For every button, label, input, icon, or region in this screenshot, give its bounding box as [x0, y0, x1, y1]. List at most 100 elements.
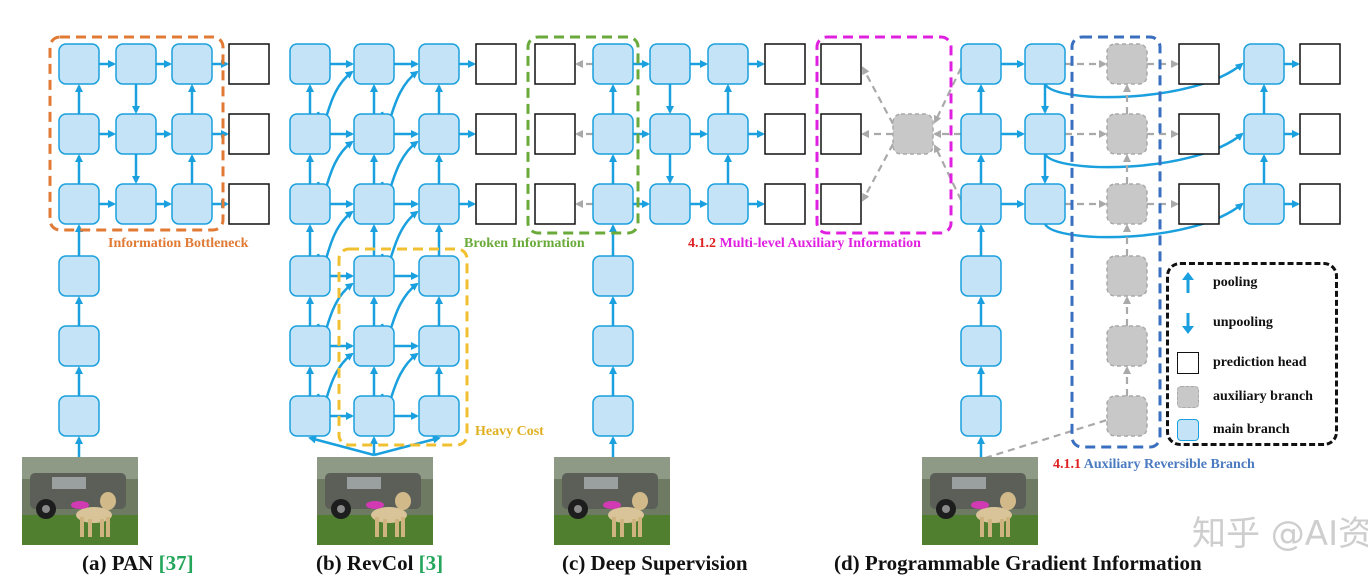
legend-unpooling-text: unpooling — [1213, 315, 1273, 330]
dog-leg — [632, 519, 636, 537]
deepsup-node — [707, 113, 749, 155]
pan-node — [115, 43, 157, 85]
dog-leg — [375, 517, 379, 537]
prediction-head — [820, 113, 862, 155]
jeep-window — [347, 477, 381, 489]
input-arrow — [308, 435, 375, 457]
prediction-head — [764, 183, 806, 225]
revcol-node — [418, 113, 460, 155]
dog-and-jeep-photo — [22, 457, 138, 545]
pan-backbone-node — [58, 113, 100, 155]
dog-head — [1000, 492, 1016, 510]
pgi-backbone-node — [960, 325, 1002, 367]
legend-prediction-head-text: prediction head — [1213, 355, 1307, 370]
integration-node — [892, 113, 934, 155]
auxiliary-reversible-node — [1106, 395, 1148, 437]
deepsup-node — [649, 43, 691, 85]
deepsup-node — [592, 183, 634, 225]
arb-number: 4.1.1 — [1053, 457, 1081, 472]
prediction-head — [228, 43, 270, 85]
prediction-head — [475, 113, 517, 155]
caption-pan: (a) PAN [37] — [82, 551, 194, 576]
revcol-node — [353, 43, 395, 85]
prediction-head — [228, 113, 270, 155]
input-arrow — [373, 435, 441, 457]
pan-node — [115, 183, 157, 225]
auxiliary-reversible-node — [1106, 43, 1148, 85]
caption-revcol-text: (b) RevCol — [316, 551, 419, 575]
main-branch-swatch — [1177, 419, 1199, 441]
deepsup-backbone-node — [592, 395, 634, 437]
mlai-text: Multi-level Auxiliary Information — [716, 236, 921, 251]
jeep-window — [952, 477, 986, 489]
input-photo-pgi — [922, 457, 1038, 545]
pgi-head-node — [1243, 183, 1285, 225]
auxiliary-input-line — [984, 418, 1108, 460]
jeep-hub — [574, 505, 582, 513]
pgi-backbone-node — [960, 255, 1002, 297]
prediction-head — [1299, 113, 1341, 155]
dog-and-jeep-photo — [554, 457, 670, 545]
revcol-node — [353, 183, 395, 225]
prediction-head — [1299, 183, 1341, 225]
pan-node — [171, 183, 213, 225]
revcol-node — [353, 255, 395, 297]
dog-leg — [1000, 519, 1004, 537]
caption-pan-cite: [37] — [158, 551, 194, 575]
pgi-backbone-node — [960, 43, 1002, 85]
auxiliary-gather-arrow — [933, 67, 962, 124]
pgi-neck-node — [1024, 43, 1066, 85]
deepsup-node — [649, 113, 691, 155]
input-photo-deepsup — [554, 457, 670, 545]
prediction-head — [764, 43, 806, 85]
revcol-node — [418, 325, 460, 367]
prediction-head — [534, 183, 576, 225]
revcol-node — [418, 395, 460, 437]
auxiliary-head-arrow — [862, 143, 894, 202]
auxiliary-reversible-node — [1106, 183, 1148, 225]
broken-information-label: Broken Information — [464, 236, 585, 251]
auxiliary-branch-swatch — [1177, 386, 1199, 408]
auxiliary-gather-arrow — [933, 144, 962, 201]
dog-leg — [1006, 517, 1010, 537]
pan-node — [171, 113, 213, 155]
prediction-head — [1299, 43, 1341, 85]
pgi-neck-node — [1024, 183, 1066, 225]
auxiliary-head-arrow — [862, 66, 894, 125]
auxiliary-reversible-node — [1106, 325, 1148, 367]
revcol-node — [353, 395, 395, 437]
prediction-head — [820, 183, 862, 225]
legend-main-branch-text: main branch — [1213, 422, 1290, 437]
auxiliary-reversible-label: 4.1.1 Auxiliary Reversible Branch — [1053, 457, 1255, 473]
heavy-cost-label: Heavy Cost — [475, 424, 544, 439]
revcol-node — [289, 325, 331, 367]
caption-pgi: (d) Programmable Gradient Information — [834, 551, 1202, 575]
frisbee — [71, 501, 89, 509]
jeep-window — [584, 477, 618, 489]
deepsup-node — [649, 183, 691, 225]
legend-main-branch: main branch — [1177, 418, 1290, 442]
dog-and-jeep-photo — [922, 457, 1038, 545]
revcol-node — [289, 113, 331, 155]
dog-leg — [988, 519, 992, 537]
pan-node — [115, 113, 157, 155]
deepsup-backbone-node — [592, 255, 634, 297]
auxiliary-reversible-node — [1106, 113, 1148, 155]
legend-auxiliary-branch-text: auxiliary branch — [1213, 389, 1313, 404]
prediction-head — [1178, 43, 1220, 85]
dog-leg — [620, 519, 624, 537]
caption-revcol: (b) RevCol [3] — [316, 551, 443, 576]
caption-revcol-cite: [3] — [418, 551, 444, 575]
jeep-window — [52, 477, 86, 489]
dog-head — [395, 492, 411, 510]
information-bottleneck-label: Information Bottleneck — [108, 236, 249, 251]
information-bottleneck-frame — [48, 35, 225, 232]
frisbee — [971, 501, 989, 509]
prediction-head — [764, 113, 806, 155]
legend: pooling unpooling prediction head auxili… — [1166, 262, 1338, 446]
heavy-cost-frame — [337, 247, 469, 447]
revcol-node — [289, 43, 331, 85]
revcol-node — [418, 43, 460, 85]
prediction-head — [1178, 113, 1220, 155]
